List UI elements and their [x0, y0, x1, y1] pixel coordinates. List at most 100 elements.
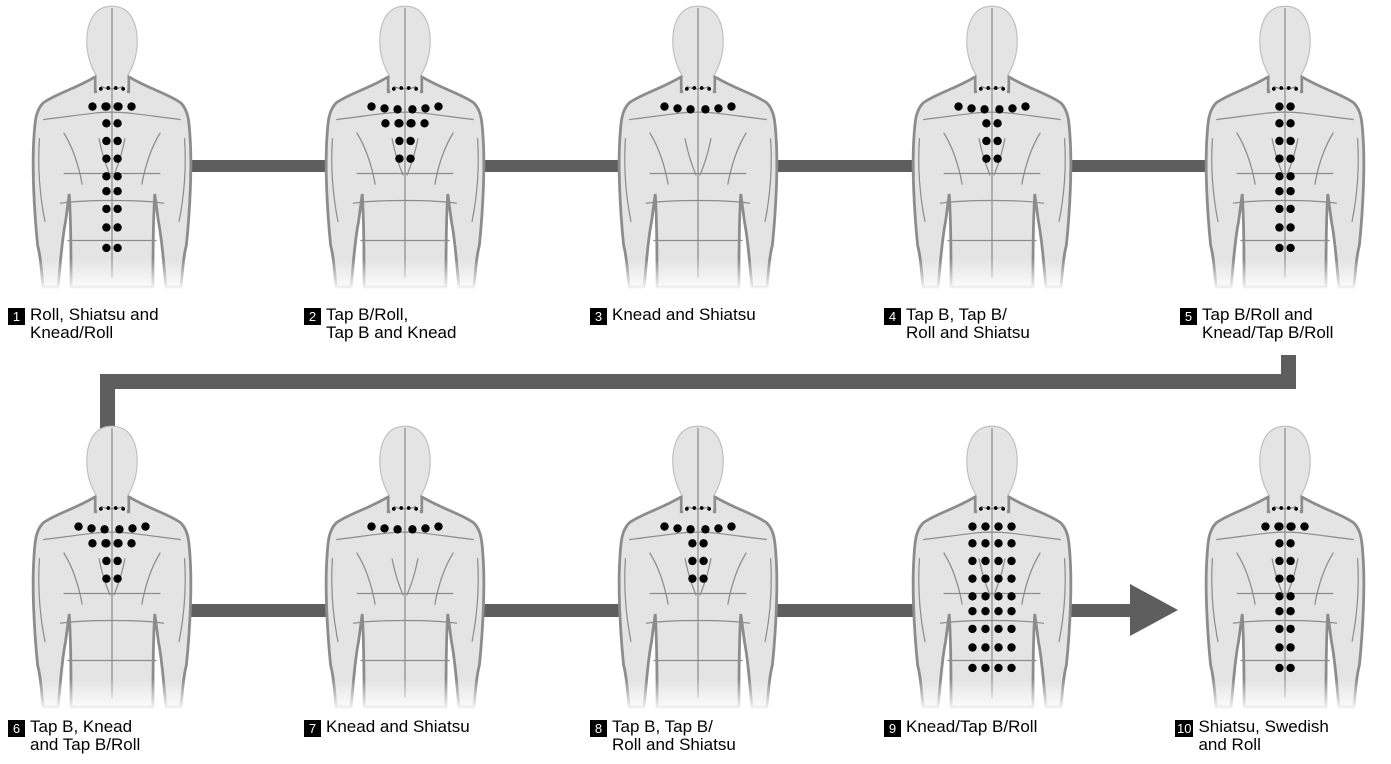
massage-point-dot [113, 119, 121, 127]
massage-point-dot [995, 105, 1003, 113]
massage-point-dot [408, 105, 416, 113]
massage-point-dot [1275, 522, 1283, 530]
massage-point-dot [685, 87, 689, 91]
massage-point-dot [692, 86, 696, 90]
massage-point-dot [421, 524, 429, 532]
massage-point-dot [127, 102, 135, 110]
massage-point-dot [1286, 557, 1294, 565]
massage-point-dot [701, 105, 709, 113]
massage-point-dot [968, 607, 976, 615]
massage-point-dot [102, 154, 110, 162]
step-label: Tap B, Tap B/ Roll and Shiatsu [612, 718, 736, 754]
massage-point-dot [979, 507, 983, 511]
massage-point-dot [380, 104, 388, 112]
massage-point-dot [395, 119, 403, 127]
massage-point-dot [102, 102, 110, 110]
massage-point-dot [660, 102, 668, 110]
massage-point-dot [113, 205, 121, 213]
massage-point-dot [714, 104, 722, 112]
massage-point-dot [1287, 86, 1291, 90]
massage-point-dot [1275, 154, 1283, 162]
massage-point-dot [981, 664, 989, 672]
massage-point-dot [114, 506, 118, 510]
massage-point-dot [1286, 574, 1294, 582]
massage-point-dot [1007, 607, 1015, 615]
massage-point-dot [994, 506, 998, 510]
massage-point-dot [420, 119, 428, 127]
massage-point-dot [727, 102, 735, 110]
massage-point-dot [993, 154, 1001, 162]
massage-point-dot [1021, 102, 1029, 110]
massage-point-dot [986, 86, 990, 90]
massage-point-dot [1286, 625, 1294, 633]
massage-point-dot [106, 506, 110, 510]
massage-point-dot [1286, 172, 1294, 180]
massage-point-dot [102, 137, 110, 145]
massage-point-dot [113, 539, 121, 547]
step-number-badge: 6 [8, 720, 25, 737]
massage-point-dot [1275, 557, 1283, 565]
massage-point-dot [1008, 104, 1016, 112]
step-label: Tap B, Tap B/ Roll and Shiatsu [906, 306, 1030, 342]
massage-point-dot [688, 574, 696, 582]
massage-point-dot [1286, 102, 1294, 110]
massage-point-dot [1275, 244, 1283, 252]
massage-point-dot [1272, 507, 1276, 511]
massage-point-dot [1286, 187, 1294, 195]
massage-point-dot [102, 539, 110, 547]
massage-point-dot [1275, 592, 1283, 600]
massage-point-dot [1275, 205, 1283, 213]
massage-point-dot [981, 522, 989, 530]
step-number-badge: 8 [590, 720, 607, 737]
massage-point-dot [968, 625, 976, 633]
massage-point-dot [686, 105, 694, 113]
body-figure-step-7 [317, 426, 494, 712]
massage-point-dot [367, 102, 375, 110]
massage-point-dot [113, 574, 121, 582]
massage-point-dot [982, 154, 990, 162]
massage-point-dot [121, 507, 125, 511]
massage-point-dot [1287, 506, 1291, 510]
massage-point-dot [673, 524, 681, 532]
massage-point-dot [980, 105, 988, 113]
body-figure-step-5 [1197, 6, 1374, 292]
massage-point-dot [979, 87, 983, 91]
massage-point-dot [99, 507, 103, 511]
massage-point-dot [685, 507, 689, 511]
massage-point-dot [994, 574, 1002, 582]
massage-point-dot [141, 522, 149, 530]
step-number-badge: 9 [884, 720, 901, 737]
massage-point-dot [393, 105, 401, 113]
massage-point-dot [692, 506, 696, 510]
massage-point-dot [660, 522, 668, 530]
massage-point-dot [113, 154, 121, 162]
massage-point-dot [981, 625, 989, 633]
massage-point-dot [1275, 102, 1283, 110]
step-number-badge: 2 [304, 308, 321, 325]
step-number-badge: 7 [304, 720, 321, 737]
massage-point-dot [1275, 172, 1283, 180]
massage-point-dot [968, 643, 976, 651]
massage-point-dot [1007, 522, 1015, 530]
massage-point-dot [986, 506, 990, 510]
massage-point-dot [686, 525, 694, 533]
massage-point-dot [395, 137, 403, 145]
massage-point-dot [1286, 539, 1294, 547]
body-figure-step-9 [904, 426, 1081, 712]
massage-point-dot [1294, 87, 1298, 91]
massage-point-dot [421, 104, 429, 112]
body-figure-step-8 [610, 426, 787, 712]
body-figure-step-4 [904, 6, 1081, 292]
massage-point-dot [994, 607, 1002, 615]
massage-point-dot [994, 522, 1002, 530]
massage-point-dot [1275, 664, 1283, 672]
massage-point-dot [434, 102, 442, 110]
step-label: Knead and Shiatsu [326, 718, 470, 736]
massage-point-dot [367, 522, 375, 530]
massage-point-dot [968, 574, 976, 582]
